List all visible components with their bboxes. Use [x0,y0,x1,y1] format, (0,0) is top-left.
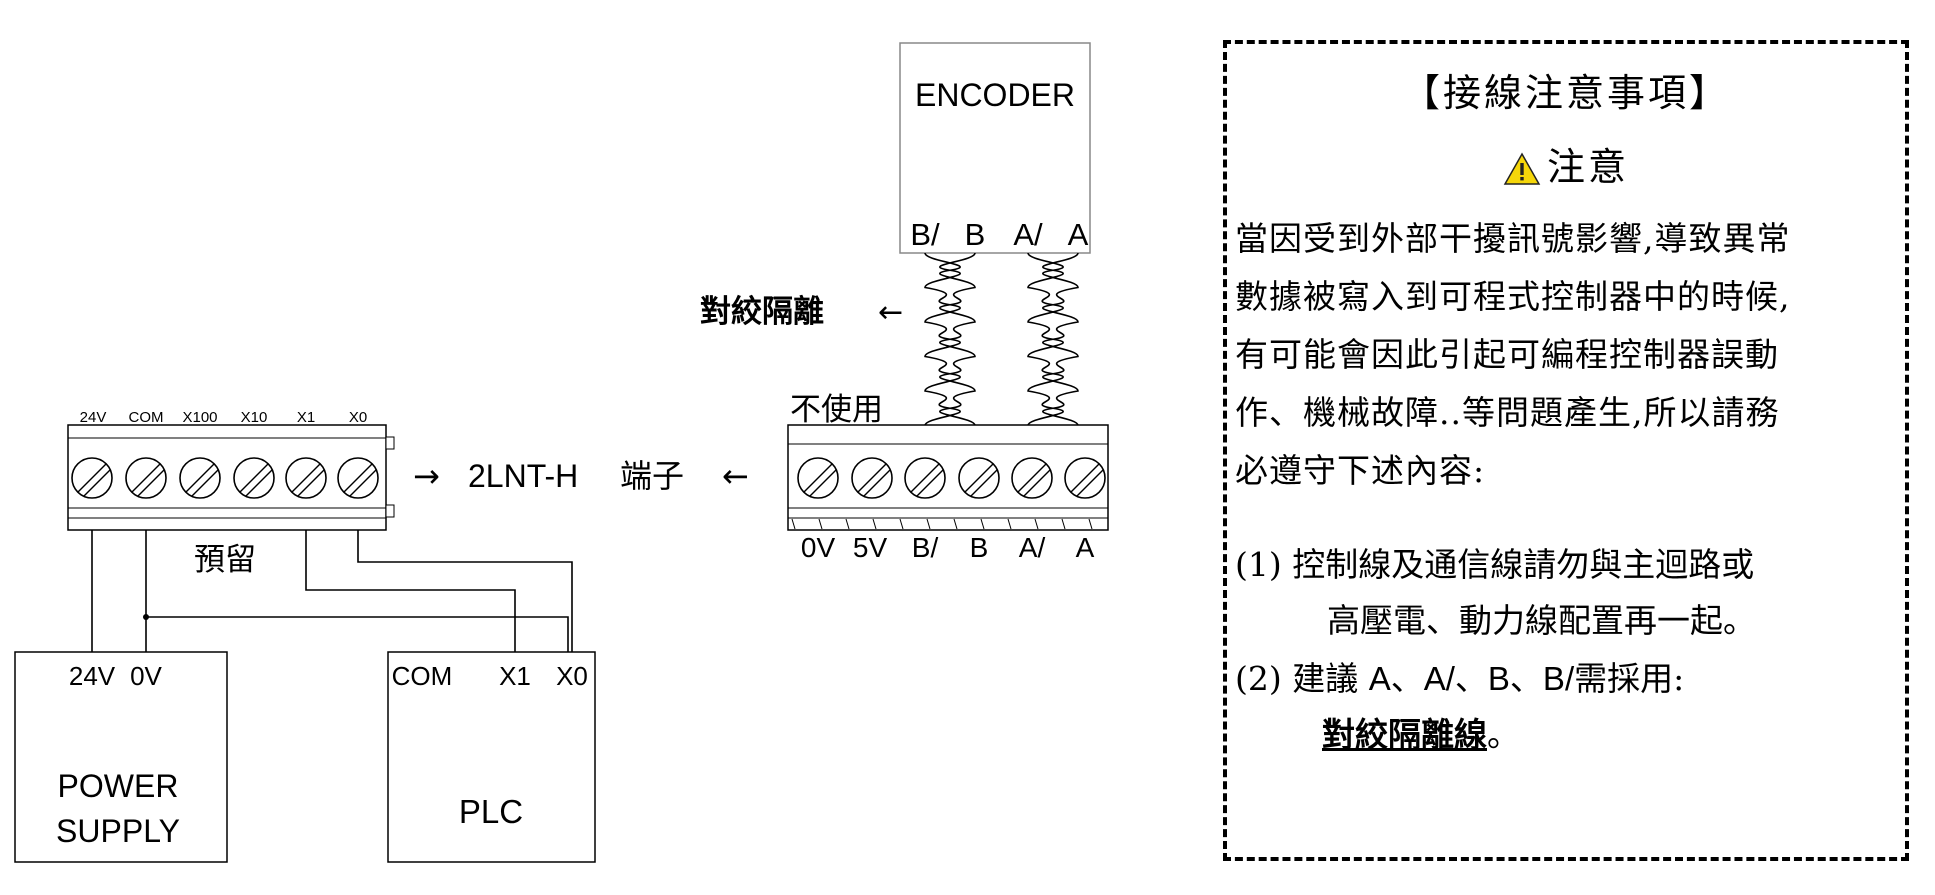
twist-arrow: ← [878,295,903,330]
left-terminal-screw-6 [337,457,379,499]
plc-name: PLC [459,793,523,830]
power-supply-box [14,651,228,863]
notes-body-line-4: 作、機械故障..等問題產生,所以請務 [1235,393,1780,432]
right-terminal-label-b-bar: B/ [912,532,939,563]
right-terminal-label-a-bar: A/ [1019,532,1046,563]
twist-label: 對絞隔離 [700,294,824,330]
right-terminal-label-0v: 0V [801,532,836,563]
wire-0v-to-plc-com [146,616,569,652]
junction-dot [143,614,149,620]
wires [91,530,573,652]
plc-pin-x0: X0 [556,661,588,691]
item2-suffix: 需採用: [1574,659,1685,698]
right-terminal-label-a: A [1076,532,1095,563]
center-suffix: 端子 [620,457,684,495]
encoder-box [899,42,1091,254]
left-terminal-block: 24V COM X100 X10 X1 X0 [67,409,395,531]
right-terminal-label-5v: 5V [853,532,888,563]
left-terminal-label-com: COM [129,409,164,426]
center-model: 2LNT-H [468,458,578,494]
warning-icon [1503,152,1541,185]
encoder-title: ENCODER [915,77,1075,113]
power-supply-pin-24v: 24V [69,661,116,691]
notes-item-1-line-2: 高壓電、動力線配置再一起。 [1327,601,1756,640]
left-terminal-label-x100: X100 [182,409,217,426]
left-terminal-label-x10: X10 [241,409,268,426]
encoder-pin-a: A [1068,217,1089,252]
notes-item-2: (2) 建議 A、A/、B、B/需採用: [1235,652,1684,700]
right-terminal-screw-1 [797,457,839,499]
item2-end: 。 [1487,715,1520,754]
reserved-label: 預留 [194,542,256,578]
right-terminal-screw-5 [1011,457,1053,499]
power-supply-pin-0v: 0V [130,661,162,691]
notes-title: 【接線注意事項】 [1401,71,1730,115]
notes-body-line-2: 數據被寫入到可程式控制器中的時候, [1235,277,1791,316]
wire-x1 [305,530,516,652]
notes-item-2-emphasis: 對絞隔離線。 [1322,708,1520,756]
plc-pin-x1: X1 [499,661,531,691]
right-terminal-block: 0V 5V B/ B A/ A [787,424,1109,563]
left-terminal-screw-5 [285,457,327,499]
unused-label: 不使用 [790,392,883,428]
item2-prefix: (2) 建議 [1235,659,1359,698]
encoder-pin-a-bar: A/ [1013,217,1043,252]
left-terminal-label-x0: X0 [349,409,367,426]
notes-panel: 【接線注意事項】 注意 當因受到外部干擾訊號影響,導致異常 數據被寫入到可程式控… [1223,40,1909,861]
encoder-pin-b: B [965,217,986,252]
right-terminal-screw-2 [851,457,893,499]
item2-signals: A、A/、B、B/ [1368,660,1575,697]
left-terminal-screw-1 [71,457,113,499]
plc-pin-com: COM [392,661,453,691]
encoder-pin-b-bar: B/ [910,217,940,252]
plc-box [387,651,596,863]
left-terminal-screw-3 [179,457,221,499]
left-terminal-screw-2 [125,457,167,499]
notes-body-line-3: 有可能會因此引起可編程控制器誤動 [1235,335,1779,374]
left-terminal-label-x1: X1 [297,409,315,426]
right-terminal-screw-3 [904,457,946,499]
power-supply-name-1: POWER [58,768,179,804]
left-terminal-label-24v: 24V [80,409,107,426]
notes-item-1-line-1: (1) 控制線及通信線請勿與主迴路或 [1235,545,1755,584]
notes-body-line-5: 必遵守下述內容: [1235,451,1486,490]
right-terminal-label-b: B [970,532,989,563]
notes-caution: 注意 [1227,136,1905,191]
right-terminal-screw-4 [958,457,1000,499]
left-terminal-screw-4 [233,457,275,499]
caution-text: 注意 [1546,145,1629,189]
center-arrow-left: ← [722,457,749,495]
power-supply-name-2: SUPPLY [56,813,180,849]
item2-emph: 對絞隔離線 [1322,715,1487,754]
right-terminal-screw-6 [1064,457,1106,499]
notes-body-line-1: 當因受到外部干擾訊號影響,導致異常 [1235,219,1791,258]
wire-x0 [357,530,573,652]
center-arrow-right: → [413,457,440,495]
